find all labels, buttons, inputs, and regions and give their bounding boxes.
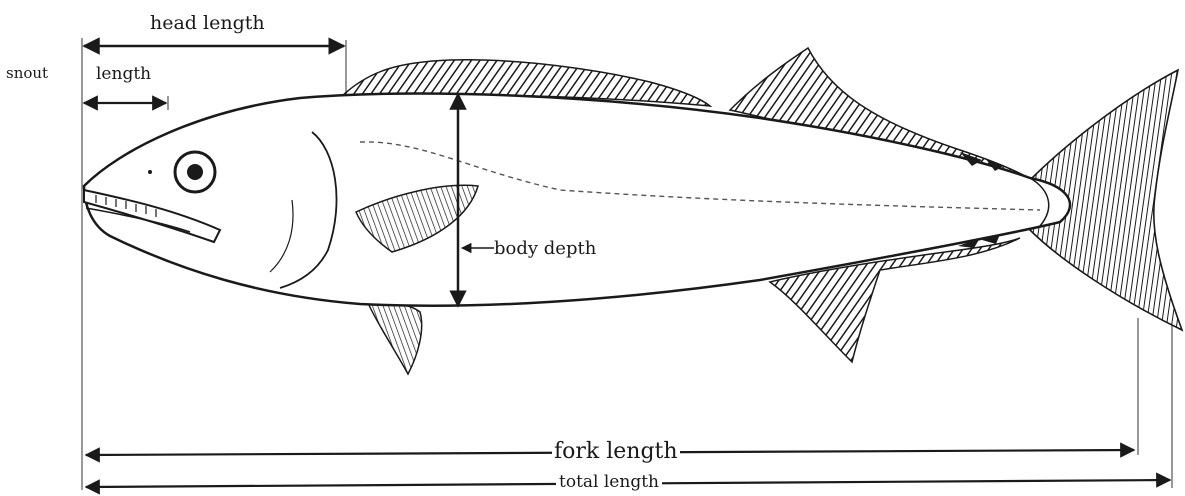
total-length-label: total length (556, 474, 662, 491)
body-depth-label: body depth (494, 240, 596, 258)
fish-body (84, 94, 1070, 306)
pupil (187, 164, 203, 180)
snout-label: snout (6, 66, 48, 81)
snout-length-label: length (96, 66, 151, 83)
nostril (148, 170, 152, 174)
head-length-label: head length (150, 14, 265, 33)
pelvic-fin (368, 302, 422, 374)
fork-length-label: fork length (552, 441, 680, 463)
